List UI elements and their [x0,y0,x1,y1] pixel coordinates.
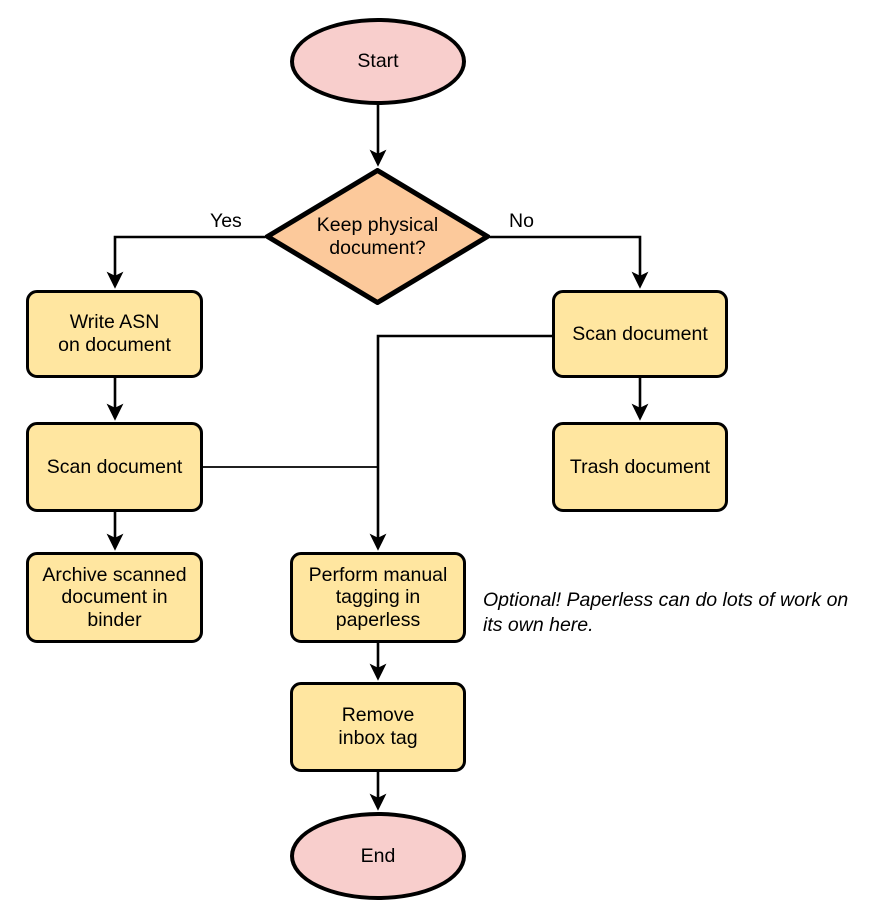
node-keep-physical-document[interactable]: Keep physical document? [265,168,490,305]
node-archive-scanned-label: Archive scanned document in binder [42,563,187,631]
node-scan-document-right[interactable]: Scan document [552,290,728,378]
node-trash-document-label: Trash document [569,455,711,478]
node-scan-document-left-label: Scan document [46,455,183,478]
node-keep-physical-document-label: Keep physical document? [316,213,439,259]
edge-scan-right-to-manual-tagging [369,334,552,551]
diamond-shape [265,168,490,305]
optional-note: Optional! Paperless can do lots of work … [483,589,849,637]
node-perform-manual-tagging[interactable]: Perform manual tagging in paperless [290,552,466,643]
node-end-label: End [360,844,396,867]
edge-decision-no-to-scan-right [490,235,649,289]
node-end[interactable]: End [290,812,466,900]
node-scan-document-right-label: Scan document [572,322,708,345]
node-start[interactable]: Start [290,18,466,105]
node-write-asn[interactable]: Write ASN on document [26,290,203,378]
edge-label-yes: Yes [210,210,242,232]
node-perform-manual-tagging-label: Perform manual tagging in paperless [308,563,448,631]
node-remove-inbox-tag-label: Remove inbox tag [338,704,418,749]
node-archive-scanned[interactable]: Archive scanned document in binder [26,552,203,643]
node-scan-document-left[interactable]: Scan document [26,422,203,512]
node-remove-inbox-tag[interactable]: Remove inbox tag [290,682,466,772]
edge-label-no: No [509,210,534,232]
node-trash-document[interactable]: Trash document [552,422,728,512]
node-start-label: Start [357,50,399,73]
node-write-asn-label: Write ASN on document [58,311,171,356]
edge-decision-yes-to-write-asn [106,235,265,289]
